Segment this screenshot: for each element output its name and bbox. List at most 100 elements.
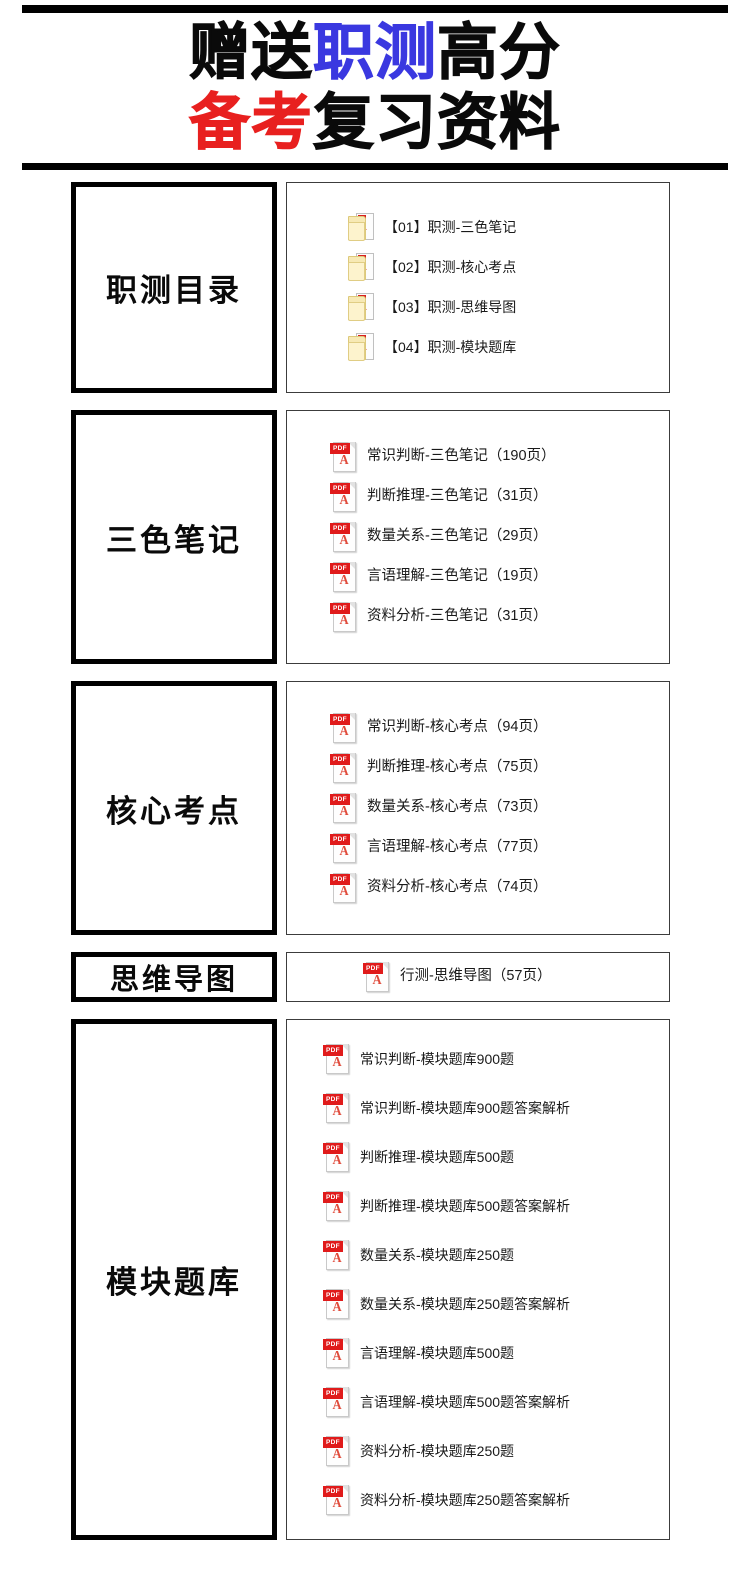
pdf-band-label: PDF: [330, 754, 350, 765]
acrobat-glyph: A: [332, 1104, 342, 1119]
pdf-band-label: PDF: [363, 963, 383, 974]
title-run: 赠送: [188, 18, 313, 87]
list-item[interactable]: A 【01】职测-三色笔记: [343, 208, 669, 248]
list-item-label: 判断推理-核心考点（75页）: [367, 759, 548, 776]
poster-header: 赠送职测高分 备考复习资料: [0, 0, 750, 170]
list-item-label: 数量关系-三色笔记（29页）: [367, 528, 548, 545]
list-item[interactable]: A【03】职测-思维导图: [343, 288, 669, 328]
section-label-core: 核心考点: [71, 681, 277, 935]
list-item-label: 言语理解-核心考点（77页）: [367, 839, 548, 856]
acrobat-glyph: A: [339, 844, 349, 859]
pdf-band-label: PDF: [323, 1486, 343, 1497]
pdf-fold-shape: [381, 962, 388, 969]
section-list-catalog: A 【01】职测-三色笔记 A【02】职测-核心考点A【03】职测-思维导图A【04…: [286, 182, 670, 393]
list-item-label: 判断推理-模块题库500题答案解析: [360, 1197, 571, 1214]
acrobat-glyph: A: [332, 1349, 342, 1364]
pdf-fold-shape: [341, 1191, 348, 1198]
section-label-mindmap: 思维导图: [71, 952, 277, 1002]
list-item-label: 言语理解-模块题库500题答案解析: [360, 1393, 571, 1410]
pdf-fold-shape: [348, 873, 355, 880]
pdf-fold-shape: [348, 522, 355, 529]
folder-pdf-icon: A: [347, 331, 375, 365]
list-item-label: 判断推理-三色笔记（31页）: [367, 488, 548, 505]
pdf-fold-shape: [341, 1485, 348, 1492]
title-run: 职测: [312, 18, 437, 87]
list-item-label: 常识判断-模块题库900题答案解析: [360, 1099, 571, 1116]
pdf-band-label: PDF: [330, 523, 350, 534]
pdf-band-label: PDF: [330, 874, 350, 885]
pdf-band-label: PDF: [330, 483, 350, 494]
acrobat-glyph: A: [339, 493, 349, 508]
pdf-band-label: PDF: [330, 603, 350, 614]
title-run: 备考: [188, 88, 313, 157]
folder-pdf-icon: A: [347, 211, 375, 245]
list-item[interactable]: A【04】职测-模块题库: [343, 328, 669, 368]
folder-pdf-icon: A: [347, 251, 375, 285]
section-label-text: 模块题库: [106, 1265, 242, 1300]
section-label-catalog: 职测目录: [71, 182, 277, 393]
pdf-band-label: PDF: [323, 1143, 343, 1154]
list-item-label: 【01】职测-三色笔记: [384, 219, 517, 236]
pdf-fold-shape: [341, 1387, 348, 1394]
list-item-label: 数量关系-模块题库250题: [360, 1246, 515, 1263]
acrobat-glyph: A: [332, 1496, 342, 1511]
acrobat-glyph: A: [339, 724, 349, 739]
list-item-label: 资料分析-核心考点（74页）: [367, 879, 548, 896]
section-label-bank: 模块题库: [71, 1019, 277, 1540]
list-item-label: 常识判断-模块题库900题: [360, 1050, 515, 1067]
title-run: 复习资料: [312, 88, 562, 157]
list-item-label: 言语理解-三色笔记（19页）: [367, 568, 548, 585]
pdf-band-label: PDF: [330, 834, 350, 845]
list-item-label: 资料分析-模块题库250题答案解析: [360, 1491, 571, 1508]
pdf-fold-shape: [348, 713, 355, 720]
pdf-band-label: PDF: [330, 563, 350, 574]
acrobat-glyph: A: [339, 453, 349, 468]
section-label-text: 职测目录: [106, 273, 242, 308]
list-item-label: 言语理解-模块题库500题: [360, 1344, 515, 1361]
sections-container: 职测目录 A 【01】职测-三色笔记 A【02】职测-核心考点A【03】职测-思维导图…: [0, 170, 750, 1540]
header-rule-bottom: [22, 163, 728, 170]
acrobat-glyph: A: [339, 804, 349, 819]
list-item[interactable]: A【02】职测-核心考点: [343, 248, 669, 288]
acrobat-glyph: A: [332, 1153, 342, 1168]
pdf-fold-shape: [348, 753, 355, 760]
title-line-2: 备考复习资料: [0, 87, 750, 157]
folder-front-shape: [348, 221, 365, 241]
